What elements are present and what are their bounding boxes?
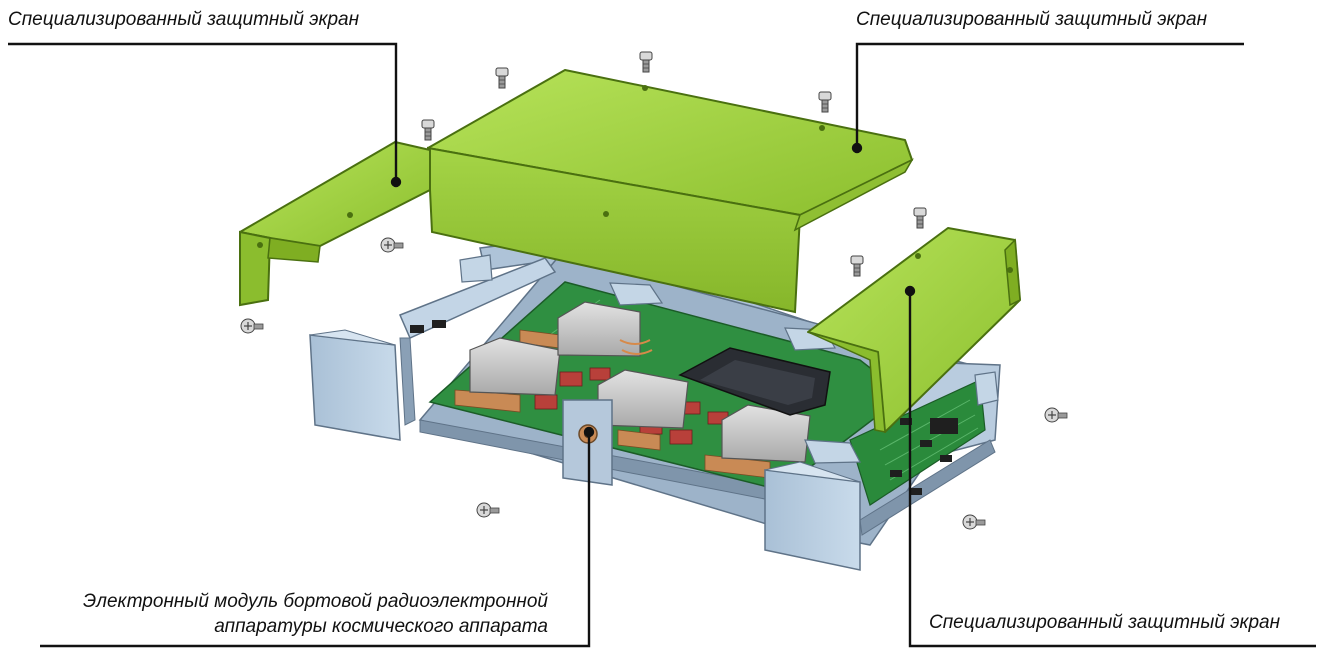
left-protective-shield [239, 141, 431, 307]
screws-group [240, 51, 1068, 530]
screw-icon [913, 207, 927, 229]
leader-line-top-left [8, 42, 398, 178]
screw-icon [240, 318, 264, 334]
leader-line-top-right [855, 42, 1244, 145]
callout-electronic-module: Электронный модуль бортовой радиоэлектро… [83, 589, 548, 639]
screw-icon [850, 255, 864, 277]
screw-icon [495, 67, 509, 89]
callout-top-left-shield: Специализированный защитный экран [8, 9, 360, 30]
screw-icon [1044, 407, 1068, 423]
callout-top-right-shield: Специализированный защитный экран [856, 9, 1208, 30]
leader-line-bottom-left [40, 434, 591, 648]
screw-icon [818, 91, 832, 113]
leader-line-bottom-right [908, 295, 1316, 648]
callout-electronic-module-line1: Электронный модуль бортовой радиоэлектро… [83, 591, 548, 612]
callout-electronic-module-line2: аппаратуры космического аппарата [214, 616, 548, 637]
callout-bottom-right-shield: Специализированный защитный экран [929, 612, 1281, 633]
screw-icon [421, 119, 435, 141]
top-protective-shield [426, 69, 914, 314]
enclosure-front-walls [309, 254, 999, 571]
right-protective-shield [807, 227, 1021, 433]
screw-icon [962, 514, 986, 530]
pcb-board [410, 281, 986, 506]
leader-lines [8, 42, 1316, 648]
screw-icon [476, 502, 500, 518]
screw-icon [639, 51, 653, 73]
screw-icon [380, 237, 404, 253]
